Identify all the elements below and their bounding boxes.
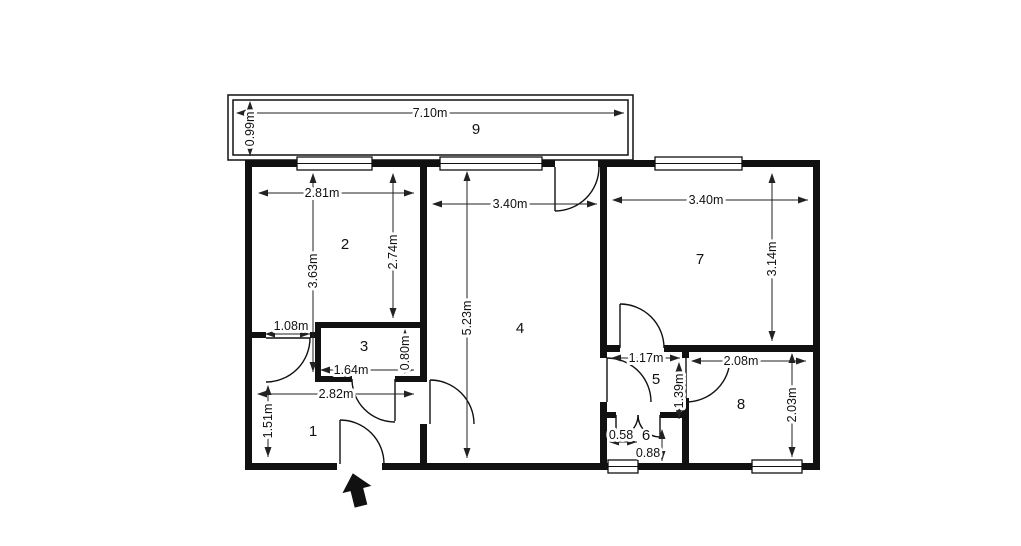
dim-room4-width: 3.40m <box>493 197 528 211</box>
room-label-3: 3 <box>360 338 368 355</box>
room-label-1: 1 <box>309 423 317 440</box>
window-room4 <box>439 156 543 171</box>
room-labels: 1 2 3 4 5 6 7 8 9 <box>306 119 747 447</box>
dim-room4-height: 5.23m <box>460 301 474 336</box>
dim-corridor-width: 1.17m <box>629 351 664 365</box>
room-label-2: 2 <box>341 236 349 253</box>
dim-hall-width: 2.82m <box>319 387 354 401</box>
entrance-arrow-icon <box>340 471 374 509</box>
window-room2 <box>296 156 373 171</box>
dim-room2-door: 1.08m <box>274 319 309 333</box>
dim-balcony-depth: 0.99m <box>243 112 257 147</box>
dim-room3-depth: 0.80m <box>398 336 412 371</box>
dim-room7-height: 3.14m <box>765 242 779 277</box>
room-label-9: 9 <box>472 121 480 138</box>
dim-room8-height: 2.03m <box>785 388 799 423</box>
door-room8 <box>685 357 731 403</box>
walls <box>245 160 820 470</box>
dimension-labels: 7.10m 0.99m 2.81m 3.40m 3.40m 3.63m 2.74… <box>240 103 802 463</box>
room-label-6: 6 <box>642 427 650 444</box>
dim-room2-height-right: 2.74m <box>386 235 400 270</box>
window-room8 <box>751 459 803 474</box>
dim-room7-width: 3.40m <box>689 193 724 207</box>
door-room4 <box>429 379 475 425</box>
windows <box>296 156 803 474</box>
room-label-7: 7 <box>696 251 704 268</box>
door-room3 <box>351 378 396 423</box>
window-room7 <box>654 156 743 171</box>
dim-balcony-width: 7.10m <box>413 106 448 120</box>
room-label-5: 5 <box>652 371 660 388</box>
room-label-8: 8 <box>737 396 745 413</box>
door-room2 <box>265 337 311 383</box>
door-entrance <box>339 419 385 465</box>
doors <box>265 166 731 465</box>
dim-corridor-height: 1.39m <box>672 374 686 409</box>
dim-room2-width: 2.81m <box>305 186 340 200</box>
room-label-4: 4 <box>516 320 524 337</box>
dim-room3-width: 1.64m <box>334 363 369 377</box>
dim-hall-height: 1.51m <box>261 404 275 439</box>
dim-room2-height-left: 3.63m <box>306 254 320 289</box>
dim-room8-width: 2.08m <box>724 354 759 368</box>
window-room6 <box>607 459 639 474</box>
dim-room6-height: 0.88 <box>636 446 660 460</box>
door-room7 <box>619 303 665 349</box>
balcony-railing <box>227 94 634 161</box>
dimension-lines <box>236 101 808 461</box>
dim-room6-width: 0.58 <box>609 428 633 442</box>
